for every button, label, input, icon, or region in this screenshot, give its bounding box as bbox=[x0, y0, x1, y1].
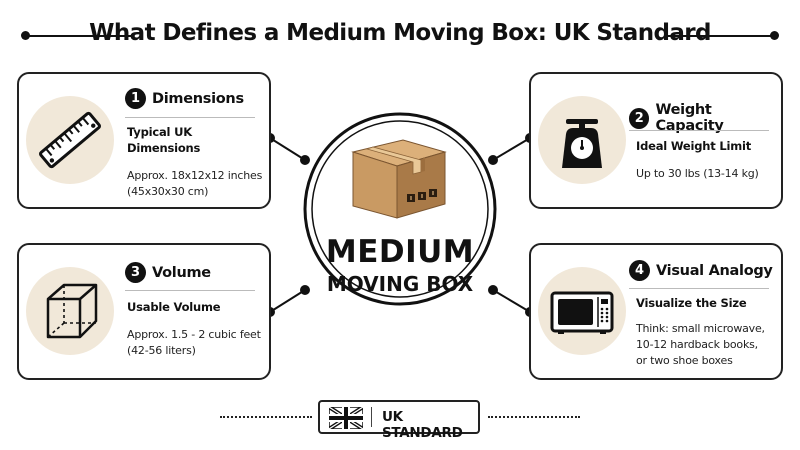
step-number-badge: 2 bbox=[629, 107, 650, 129]
card-title: Dimensions bbox=[152, 90, 244, 107]
ruler-icon-circle bbox=[26, 96, 114, 184]
card-body-line: or two shoe boxes bbox=[636, 354, 733, 367]
card-dimensions: 1 Dimensions Typical UK Dimensions Appro… bbox=[17, 72, 271, 209]
step-number-badge: 4 bbox=[629, 260, 650, 281]
card-subtitle: Typical UK Dimensions bbox=[127, 124, 200, 156]
uk-flag-icon bbox=[329, 407, 363, 429]
card-title: Visual Analogy bbox=[656, 262, 773, 279]
cardboard-box-icon bbox=[351, 139, 447, 219]
step-number-badge: 3 bbox=[125, 262, 146, 283]
card-volume-head: 3 Volume bbox=[125, 262, 211, 283]
card-body: Up to 30 lbs (13-14 kg) bbox=[636, 166, 759, 182]
center-title-line1: MEDIUM bbox=[325, 234, 475, 270]
card-divider bbox=[629, 130, 769, 131]
card-divider bbox=[125, 117, 255, 118]
card-dimensions-head: 1 Dimensions bbox=[125, 88, 244, 109]
footer-dotted-line-left bbox=[220, 416, 312, 418]
title-row: What Defines a Medium Moving Box: UK Sta… bbox=[0, 14, 800, 58]
card-body-line: (42-56 liters) bbox=[127, 344, 196, 357]
card-subtitle-line: Typical UK bbox=[127, 125, 192, 139]
card-body-line: Think: small microwave, bbox=[636, 322, 765, 335]
center-title-line2: MOVING BOX bbox=[326, 272, 474, 296]
scale-icon-circle bbox=[538, 96, 626, 184]
card-subtitle-line: Visualize the Size bbox=[636, 296, 747, 310]
cube-icon bbox=[46, 283, 98, 339]
card-divider bbox=[629, 288, 769, 289]
center-badge: MEDIUM MOVING BOX bbox=[303, 112, 497, 306]
title-rule-right bbox=[668, 35, 774, 37]
microwave-icon-circle bbox=[538, 267, 626, 355]
card-visual-analogy: 4 Visual Analogy Visualize the Size Thin… bbox=[529, 243, 783, 380]
card-divider bbox=[125, 290, 255, 291]
card-weight-capacity: 2 Weight Capacity Ideal Weight Limit Up … bbox=[529, 72, 783, 209]
card-body: Think: small microwave, 10-12 hardback b… bbox=[636, 321, 765, 369]
microwave-icon bbox=[550, 291, 614, 334]
card-subtitle-line: Ideal Weight Limit bbox=[636, 139, 752, 153]
cube-icon-circle bbox=[26, 267, 114, 355]
card-body-line: (45x30x30 cm) bbox=[127, 185, 209, 198]
uk-standard-badge: UK STANDARD bbox=[318, 400, 480, 441]
card-body: Approx. 1.5 - 2 cubic feet (42-56 liters… bbox=[127, 327, 261, 359]
card-visual-head: 4 Visual Analogy bbox=[629, 260, 773, 281]
card-subtitle-line: Dimensions bbox=[127, 141, 201, 155]
card-body-line: 10-12 hardback books, bbox=[636, 338, 758, 351]
card-subtitle: Ideal Weight Limit bbox=[636, 138, 751, 154]
step-number-badge: 1 bbox=[125, 88, 146, 109]
card-body: Approx. 18x12x12 inches (45x30x30 cm) bbox=[127, 168, 262, 200]
card-body-line: Approx. 18x12x12 inches bbox=[127, 169, 263, 182]
card-subtitle: Usable Volume bbox=[127, 299, 221, 315]
footer-dotted-line-right bbox=[488, 416, 580, 418]
card-body-line: Approx. 1.5 - 2 cubic feet bbox=[127, 328, 261, 341]
footer-separator bbox=[371, 407, 372, 427]
title-dot-right bbox=[770, 31, 779, 40]
card-subtitle: Visualize the Size bbox=[636, 295, 747, 311]
page-title: What Defines a Medium Moving Box: UK Sta… bbox=[89, 20, 711, 46]
card-body-line: Up to 30 lbs (13-14 kg) bbox=[636, 167, 759, 180]
ruler-icon bbox=[39, 111, 101, 169]
footer-label: UK STANDARD bbox=[382, 409, 463, 441]
title-rule-left bbox=[26, 35, 132, 37]
title-dot-left bbox=[21, 31, 30, 40]
card-subtitle-line: Usable Volume bbox=[127, 300, 221, 314]
scale-icon bbox=[562, 119, 602, 168]
card-title: Volume bbox=[152, 264, 211, 281]
card-volume: 3 Volume Usable Volume Approx. 1.5 - 2 c… bbox=[17, 243, 271, 380]
